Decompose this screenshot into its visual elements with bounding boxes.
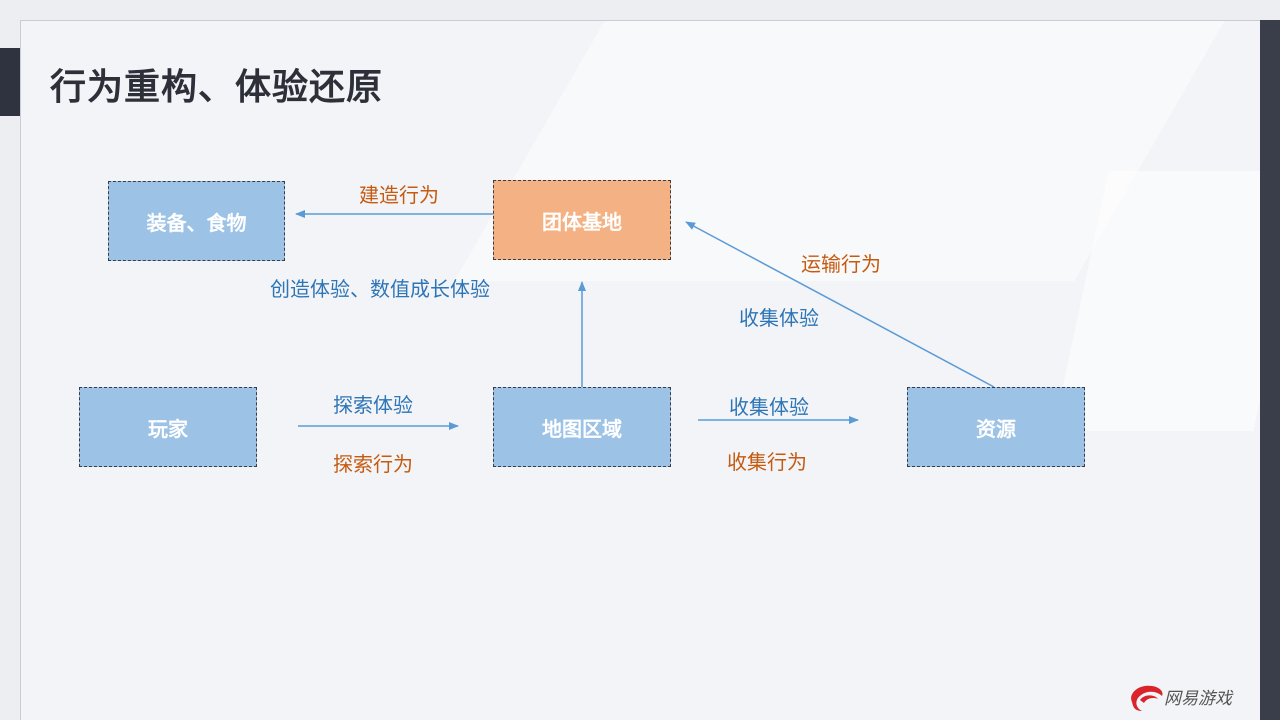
- node-equipment-food: 装备、食物: [108, 181, 285, 261]
- page-title: 行为重构、体验还原: [50, 67, 384, 108]
- label-create-experience: 创造体验、数值成长体验: [270, 277, 490, 301]
- right-accent-bar: [1260, 20, 1280, 720]
- label-build-behavior: 建造行为: [359, 183, 439, 207]
- netease-games-logo-icon: [1131, 685, 1163, 711]
- label-explore-behavior: 探索行为: [333, 452, 413, 476]
- node-map-area: 地图区域: [493, 387, 671, 467]
- logo-text: 网易游戏: [1164, 689, 1232, 709]
- label-explore-experience: 探索体验: [333, 393, 413, 417]
- label-collect-behavior: 收集行为: [727, 450, 807, 474]
- netease-logo: 网易游戏: [1126, 680, 1236, 716]
- node-group-base: 团体基地: [493, 180, 671, 260]
- node-player: 玩家: [79, 387, 257, 467]
- node-resources: 资源: [907, 387, 1085, 467]
- label-transport-behavior: 运输行为: [801, 252, 881, 276]
- left-accent-bar: [0, 48, 20, 116]
- slide-frame: [20, 20, 1262, 720]
- label-collect-experience-upper: 收集体验: [739, 306, 819, 330]
- label-collect-experience: 收集体验: [729, 395, 809, 419]
